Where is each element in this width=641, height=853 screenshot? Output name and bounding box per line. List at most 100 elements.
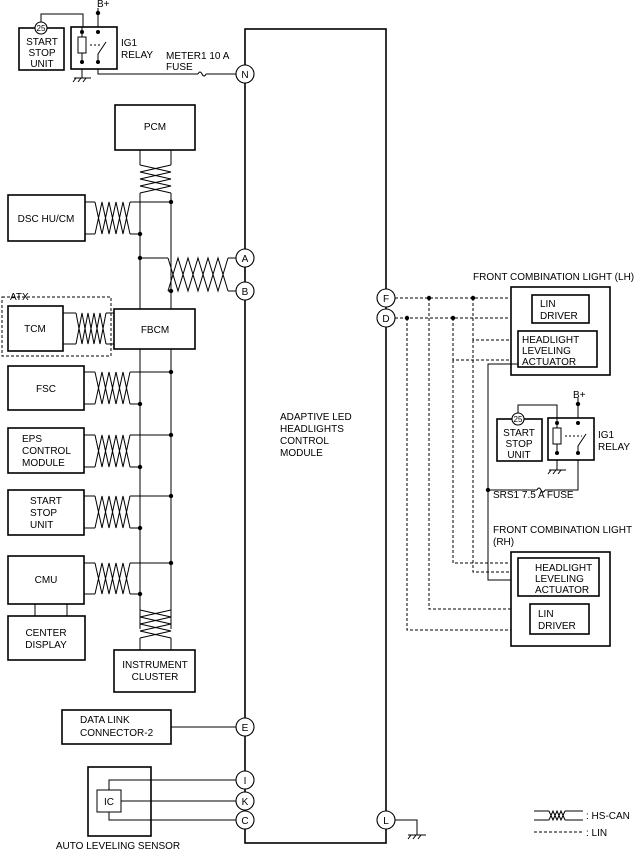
pin-D: D — [376, 308, 396, 328]
svg-text:DSC HU/CM: DSC HU/CM — [18, 214, 75, 225]
front-lh-title: FRONT COMBINATION LIGHT (LH) — [473, 272, 634, 283]
svg-text:C: C — [241, 816, 248, 827]
svg-text:STOP: STOP — [30, 508, 57, 519]
ic-label: IC — [104, 797, 114, 808]
top-ig1-relay: IG1 RELAY — [70, 14, 153, 70]
svg-text:F: F — [383, 294, 389, 305]
svg-text:K: K — [242, 797, 249, 808]
legend: : HS-CAN : LIN — [534, 809, 630, 839]
svg-text:DISPLAY: DISPLAY — [25, 640, 67, 651]
pin-A: A — [235, 248, 255, 268]
svg-text:ADAPTIVE LED: ADAPTIVE LED — [280, 412, 352, 423]
svg-text:HEADLIGHTS: HEADLIGHTS — [280, 424, 344, 435]
auto-leveling-sensor: IC AUTO LEVELING SENSOR — [56, 766, 236, 852]
svg-text:D: D — [382, 314, 389, 325]
front-light-rh: FRONT COMBINATION LIGHT (RH) HEADLIGHT L… — [493, 525, 632, 647]
svg-text:START: START — [30, 496, 62, 507]
svg-text:HEADLIGHT: HEADLIGHT — [535, 563, 592, 574]
svg-text:LIN: LIN — [540, 299, 556, 310]
adaptive-led-module: ADAPTIVE LED HEADLIGHTS CONTROL MODULE — [244, 28, 387, 844]
svg-text:MODULE: MODULE — [280, 448, 323, 459]
pin-C: C — [235, 810, 255, 830]
svg-text:(RH): (RH) — [493, 537, 514, 548]
svg-text:EPS: EPS — [22, 434, 42, 445]
svg-text:DRIVER: DRIVER — [538, 621, 576, 632]
svg-text:RELAY: RELAY — [121, 50, 153, 61]
legend-lin: : LIN — [586, 828, 607, 839]
badge-25-right: 25 — [514, 415, 523, 424]
legend-hs-can: : HS-CAN — [586, 811, 630, 822]
start-stop-box: START STOP UNIT — [7, 489, 85, 536]
svg-text:CENTER: CENTER — [25, 628, 66, 639]
auto-leveling-label: AUTO LEVELING SENSOR — [56, 841, 180, 852]
svg-text:PCM: PCM — [144, 122, 166, 133]
instrument-cluster-box: INSTRUMENT CLUSTER — [113, 649, 196, 693]
atx-label: ATX — [10, 292, 29, 303]
svg-text:E: E — [242, 723, 249, 734]
svg-text:N: N — [241, 70, 248, 81]
cmu-box: CMU — [7, 555, 85, 605]
atx-group: ATX TCM — [1, 292, 112, 357]
pin-B: B — [235, 281, 255, 301]
svg-text:MODULE: MODULE — [22, 458, 65, 469]
pcm-box: PCM — [114, 104, 196, 151]
svg-text:I: I — [244, 776, 247, 787]
svg-text:CONNECTOR-2: CONNECTOR-2 — [80, 728, 154, 739]
pin-F: F — [376, 288, 396, 308]
svg-text:IG1: IG1 — [121, 38, 138, 49]
dlc-box: DATA LINK CONNECTOR-2 — [61, 709, 236, 745]
pin-I: I — [235, 770, 255, 790]
svg-text:IG1: IG1 — [598, 430, 615, 441]
meter-fuse-label: METER1 10 A — [166, 51, 230, 62]
right-start-stop-unit: 25 START STOP UNIT — [496, 412, 543, 462]
b-plus-top: B+ — [97, 0, 110, 10]
svg-text:LIN: LIN — [538, 609, 554, 620]
svg-text:A: A — [242, 254, 249, 265]
b-plus-right: B+ — [573, 390, 586, 401]
center-display-box: CENTER DISPLAY — [7, 615, 86, 661]
svg-text:STOP: STOP — [28, 48, 55, 59]
svg-text:RELAY: RELAY — [598, 442, 630, 453]
svg-text:UNIT: UNIT — [30, 59, 53, 70]
svg-text:START: START — [26, 37, 58, 48]
badge-25: 25 — [37, 24, 46, 33]
svg-text:CLUSTER: CLUSTER — [132, 672, 179, 683]
front-rh-title: FRONT COMBINATION LIGHT — [493, 525, 632, 536]
svg-text:INSTRUMENT: INSTRUMENT — [122, 660, 188, 671]
pin-L: L — [376, 810, 396, 830]
pin-E: E — [235, 717, 255, 737]
pin-N: N — [235, 64, 255, 84]
svg-text:LEVELING: LEVELING — [535, 574, 584, 585]
top-start-stop-unit: 25 START STOP UNIT — [18, 21, 65, 71]
svg-text:CONTROL: CONTROL — [22, 446, 71, 457]
svg-text:FBCM: FBCM — [141, 325, 169, 336]
right-ig1-relay: IG1 RELAY — [547, 406, 630, 461]
svg-text:ACTUATOR: ACTUATOR — [535, 585, 589, 596]
dsc-box: DSC HU/CM — [7, 194, 86, 242]
svg-text:STOP: STOP — [505, 439, 532, 450]
fsc-box: FSC — [7, 365, 85, 411]
lin-wires — [395, 295, 530, 631]
svg-text:UNIT: UNIT — [30, 520, 53, 531]
eps-box: EPS CONTROL MODULE — [7, 427, 85, 474]
svg-text:DRIVER: DRIVER — [540, 311, 578, 322]
fbcm-box: FBCM — [113, 308, 196, 350]
pin-K: K — [235, 791, 255, 811]
tcm-label: TCM — [24, 324, 46, 335]
svg-text:START: START — [503, 428, 535, 439]
can-bus — [34, 150, 236, 650]
svg-text:FSC: FSC — [36, 384, 56, 395]
svg-text:B: B — [242, 287, 249, 298]
svg-text:HEADLIGHT: HEADLIGHT — [522, 335, 579, 346]
svg-text:UNIT: UNIT — [507, 450, 530, 461]
svg-text:LEVELING: LEVELING — [522, 346, 571, 357]
srs-fuse-label: SRS1 7.5 A FUSE — [493, 490, 574, 501]
svg-text:DATA LINK: DATA LINK — [80, 715, 130, 726]
svg-text:FUSE: FUSE — [166, 62, 193, 73]
front-light-lh: FRONT COMBINATION LIGHT (LH) LIN DRIVER … — [473, 272, 634, 376]
svg-text:CONTROL: CONTROL — [280, 436, 329, 447]
svg-text:ACTUATOR: ACTUATOR — [522, 357, 576, 368]
svg-text:L: L — [383, 816, 389, 827]
svg-text:CMU: CMU — [35, 575, 58, 586]
